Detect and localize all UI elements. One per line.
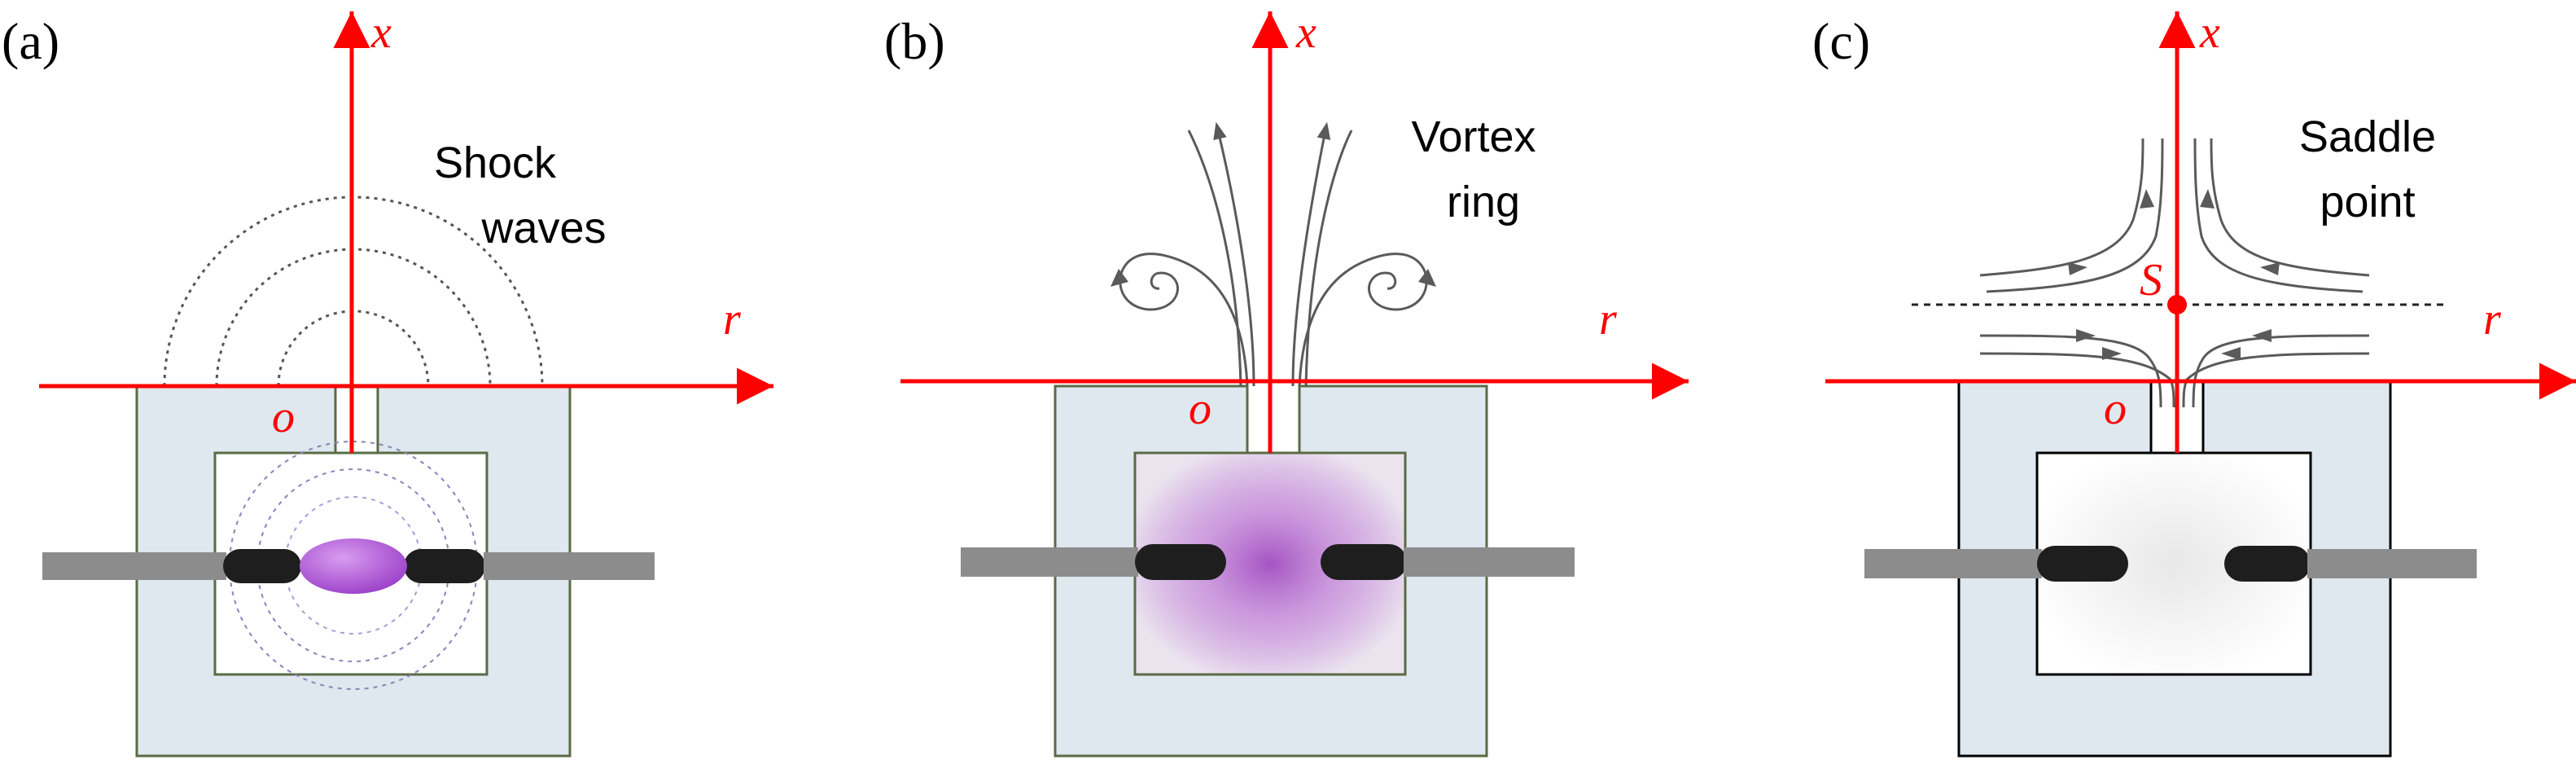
electrode-left-black-a [223,549,301,583]
annotation-line-2-b: ring [1447,178,1520,226]
annotation-line-1-b: Vortex [1411,112,1536,161]
saddle-point-marker [2167,295,2187,314]
r-label-b: r [1599,294,1617,345]
panel-label-b: (b) [884,12,945,70]
x-label-c: x [2199,7,2220,58]
panel-label-c: (c) [1812,12,1870,70]
electrode-left-gray-b [961,547,1138,577]
electrode-right-black-a [404,549,485,583]
r-label-c: r [2483,294,2501,345]
annotation-line-2-a: waves [480,204,606,253]
vortex-arrowheads [1111,269,1436,287]
annotation-line-1-c: Saddle [2299,112,2436,161]
saddle-arrowheads [2068,189,2280,360]
x-label-b: x [1295,7,1316,58]
electrode-left-black-c [2037,546,2128,582]
plasma-kernel [300,538,407,594]
electrode-left-black-b [1135,544,1226,580]
annotation-line-1-a: Shock [434,138,557,187]
x-label-a: x [370,7,392,58]
panel-c: (c) [1812,7,2576,758]
origin-label-a: o [272,392,295,442]
electrode-left-gray-a [42,552,226,580]
inner-chamber-c [2035,451,2312,676]
electrode-left-gray-c [1864,549,2042,578]
panel-b: (b) x r o Vortex ring [884,7,1689,758]
panel-a: (a) x r o Shock waves [2,7,773,758]
electrode-right-gray-b [1404,547,1575,577]
electrode-right-black-b [1321,544,1407,580]
electrode-right-gray-a [484,552,655,580]
r-label-a: r [723,294,741,345]
origin-label-b: o [1189,384,1211,434]
saddle-label: S [2140,255,2162,305]
panel-label-a: (a) [2,12,59,70]
electrode-right-gray-c [2307,549,2477,578]
electrode-right-black-c [2224,546,2311,582]
saddle-streamlines [1979,138,2370,408]
origin-label-c: o [2104,384,2127,434]
annotation-line-2-c: point [2320,178,2415,226]
inner-chamber-b [1133,451,1407,676]
vortex-streamlines [1119,121,1428,387]
